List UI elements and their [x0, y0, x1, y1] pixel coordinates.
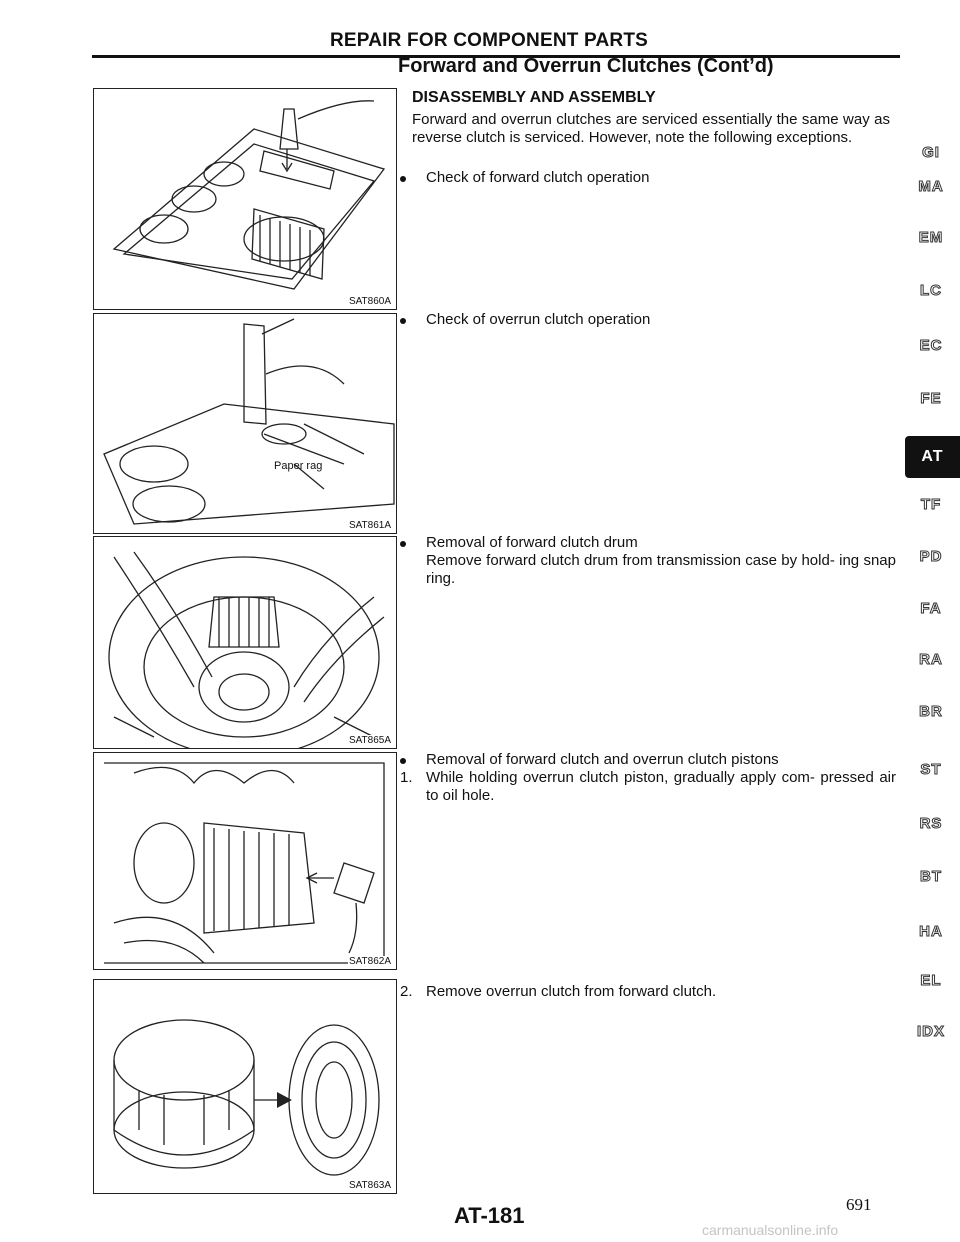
tab-ra[interactable]: RA	[919, 651, 943, 669]
tab-ha[interactable]: HA	[919, 923, 943, 941]
figure-oil-pump-check: SAT860A	[93, 88, 397, 310]
step-text: While holding overrun clutch piston, gra…	[426, 769, 896, 804]
tab-em[interactable]: EM	[918, 229, 944, 247]
section-tab-strip: GI MA EM LC EC FE AT TF PD FA RA BR ST R…	[905, 0, 960, 1242]
tab-el[interactable]: EL	[920, 972, 942, 990]
figure-overrun-separation: SAT863A	[93, 979, 397, 1194]
figure-callout: Paper rag	[274, 460, 323, 472]
page-header-title: REPAIR FOR COMPONENT PARTS	[330, 30, 649, 51]
figure-overrun-check: Paper rag SAT861A	[93, 313, 397, 534]
figure-code: SAT865A	[347, 735, 392, 746]
tab-lc[interactable]: LC	[920, 282, 942, 300]
watermark: carmanualsonline.info	[702, 1222, 839, 1238]
step-number: 2.	[400, 983, 413, 1000]
tab-rs[interactable]: RS	[919, 815, 943, 833]
tab-bt[interactable]: BT	[920, 868, 942, 886]
figure-illustration	[108, 551, 385, 748]
page-number: 691	[846, 1195, 872, 1214]
tab-fe[interactable]: FE	[920, 390, 942, 408]
tab-gi[interactable]: GI	[922, 144, 940, 162]
footer-section-code: AT-181	[454, 1203, 525, 1228]
bullet-text: Check of overrun clutch operation	[426, 311, 651, 328]
header-rule	[92, 55, 900, 58]
figure-code: SAT863A	[347, 1180, 392, 1191]
tab-st[interactable]: ST	[920, 761, 942, 779]
figure-illustration	[113, 1019, 380, 1176]
tab-fa[interactable]: FA	[920, 600, 942, 618]
body-text: Remove forward clutch drum from transmis…	[426, 552, 896, 587]
step-number: 1.	[400, 769, 413, 786]
bullet-text: Removal of forward clutch drum	[426, 534, 638, 551]
tab-tf[interactable]: TF	[920, 496, 942, 514]
tab-idx[interactable]: IDX	[916, 1023, 945, 1041]
bullet-mark	[400, 751, 416, 769]
bullet-mark	[400, 534, 416, 552]
bullet-mark	[400, 169, 416, 187]
bullet-mark	[400, 311, 416, 329]
tab-at[interactable]: AT	[905, 436, 960, 478]
tab-pd[interactable]: PD	[919, 548, 943, 566]
figure-piston-removal: SAT862A	[93, 752, 397, 970]
section-title: Forward and Overrun Clutches (Cont’d)	[398, 55, 774, 77]
figure-code: SAT860A	[347, 296, 392, 307]
bullet-text: Removal of forward clutch and overrun cl…	[426, 751, 779, 768]
section-subtitle: DISASSEMBLY AND ASSEMBLY	[412, 89, 656, 106]
figure-illustration	[112, 100, 386, 290]
figure-illustration	[104, 762, 385, 964]
tab-br[interactable]: BR	[919, 703, 943, 721]
step-text: Remove overrun clutch from forward clutc…	[426, 983, 717, 1000]
tab-ma[interactable]: MA	[918, 178, 944, 196]
figure-illustration	[103, 318, 395, 525]
intro-paragraph: Forward and overrun clutches are service…	[412, 111, 890, 146]
figure-drum-removal: SAT865A	[93, 536, 397, 749]
bullet-text: Check of forward clutch operation	[426, 169, 650, 186]
figure-code: SAT861A	[347, 520, 392, 531]
figure-code: SAT862A	[347, 956, 392, 967]
tab-ec[interactable]: EC	[919, 337, 943, 355]
